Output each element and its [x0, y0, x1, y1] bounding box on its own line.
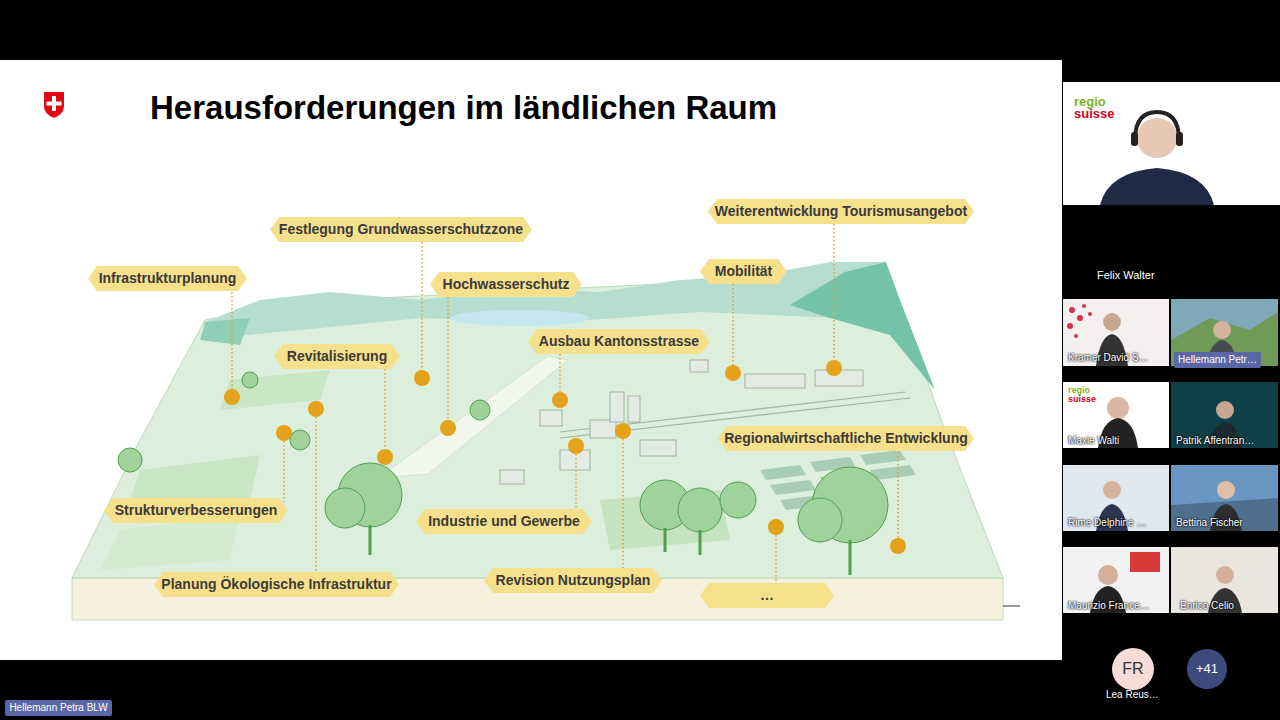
participant-name: Kramer David S…: [1068, 353, 1149, 363]
logo-text: regio: [1068, 386, 1090, 395]
node-text: Industrie und Gewerbe: [428, 513, 580, 529]
callout-tag: …: [700, 583, 834, 608]
avatar-circle: FR: [1112, 648, 1154, 690]
callout-tag: Regionalwirtschaftliche Entwicklung: [718, 426, 974, 451]
leader-lines: [232, 220, 898, 587]
callout-tag: Ausbau Kantonsstrasse: [528, 329, 710, 354]
callout-tag: Planung Ökologische Infrastruktur: [154, 572, 399, 597]
node-text: Revitalisierung: [287, 348, 387, 364]
avatar-circle: +41: [1187, 649, 1227, 689]
tag-fill: [484, 568, 662, 593]
marker-dots: [224, 360, 906, 554]
participant-name: Lea Reus…: [1106, 690, 1159, 700]
node-text: Regionalwirtschaftliche Entwicklung: [724, 430, 967, 446]
callout-tag: Weiterentwicklung Tourismusangebot: [708, 199, 974, 224]
node-text: Mobilität: [715, 263, 773, 279]
speaker-video-tile: [1063, 82, 1280, 205]
node-text: Hellemann Petra BLW: [9, 702, 107, 714]
node-text: Hellemann Petr…: [1178, 354, 1257, 366]
swiss-shield: [44, 92, 64, 118]
node-text: Weiterentwicklung Tourismusangebot: [715, 203, 967, 219]
node-text: Hochwasserschutz: [443, 276, 570, 292]
tag-fill: [154, 572, 399, 597]
tag-fill: [718, 426, 974, 451]
participant-name: Bettina Fischer: [1176, 518, 1243, 528]
tag-fill: [88, 266, 247, 291]
participant-name: Rime Delphine …: [1068, 518, 1146, 528]
callout-tag: Revitalisierung: [274, 344, 400, 369]
landscape-illustration: [72, 262, 1020, 620]
slide-title: Herausforderungen im ländlichen Raum: [150, 91, 777, 124]
callout-tag: Hochwasserschutz: [430, 272, 582, 297]
tag-fill: [430, 272, 582, 297]
callout-tag: Festlegung Grundwasserschutzzone: [270, 217, 532, 242]
callout-tag: Mobilität: [700, 259, 787, 284]
tag-fill: [274, 344, 400, 369]
tag-fill: [708, 199, 974, 224]
node-text: Ausbau Kantonsstrasse: [539, 333, 699, 349]
logo-text: suisse: [1074, 107, 1114, 120]
name-badge: Hellemann Petr…: [1174, 352, 1261, 368]
tag-fill: [700, 259, 787, 284]
tag-fill: [528, 329, 710, 354]
tag-fill: [270, 217, 532, 242]
node-text: Planung Ökologische Infrastruktur: [161, 576, 391, 592]
node-text: +41: [1196, 662, 1218, 677]
slide-ground: [0, 60, 1062, 660]
name-badge: Hellemann Petra BLW: [5, 700, 112, 716]
tag-fill: [700, 583, 834, 608]
node-text: Infrastrukturplanung: [99, 270, 237, 286]
node-text: Festlegung Grundwasserschutzzone: [279, 221, 523, 237]
participant-name: Maurizio France…: [1068, 601, 1150, 611]
participant-name: Maxie Walti: [1068, 436, 1119, 446]
participant-name: Felix Walter: [1097, 270, 1155, 281]
participant-name: Enrico Celio: [1180, 601, 1234, 611]
logo-text: suisse: [1068, 395, 1096, 404]
callout-tag: Revision Nutzungsplan: [484, 568, 662, 593]
callout-tag: Strukturverbesserungen: [104, 498, 288, 523]
participant-name: Patrik Affentran…: [1176, 436, 1254, 446]
tag-fill: [416, 509, 592, 534]
node-text: Strukturverbesserungen: [115, 502, 278, 518]
callout-tag: Infrastrukturplanung: [88, 266, 247, 291]
tag-fill: [104, 498, 288, 523]
node-text: FR: [1122, 660, 1143, 678]
node-text: Revision Nutzungsplan: [496, 572, 651, 588]
callout-tag: Industrie und Gewerbe: [416, 509, 592, 534]
participant-video-tiles: [1063, 299, 1278, 613]
node-text: …: [760, 587, 774, 603]
